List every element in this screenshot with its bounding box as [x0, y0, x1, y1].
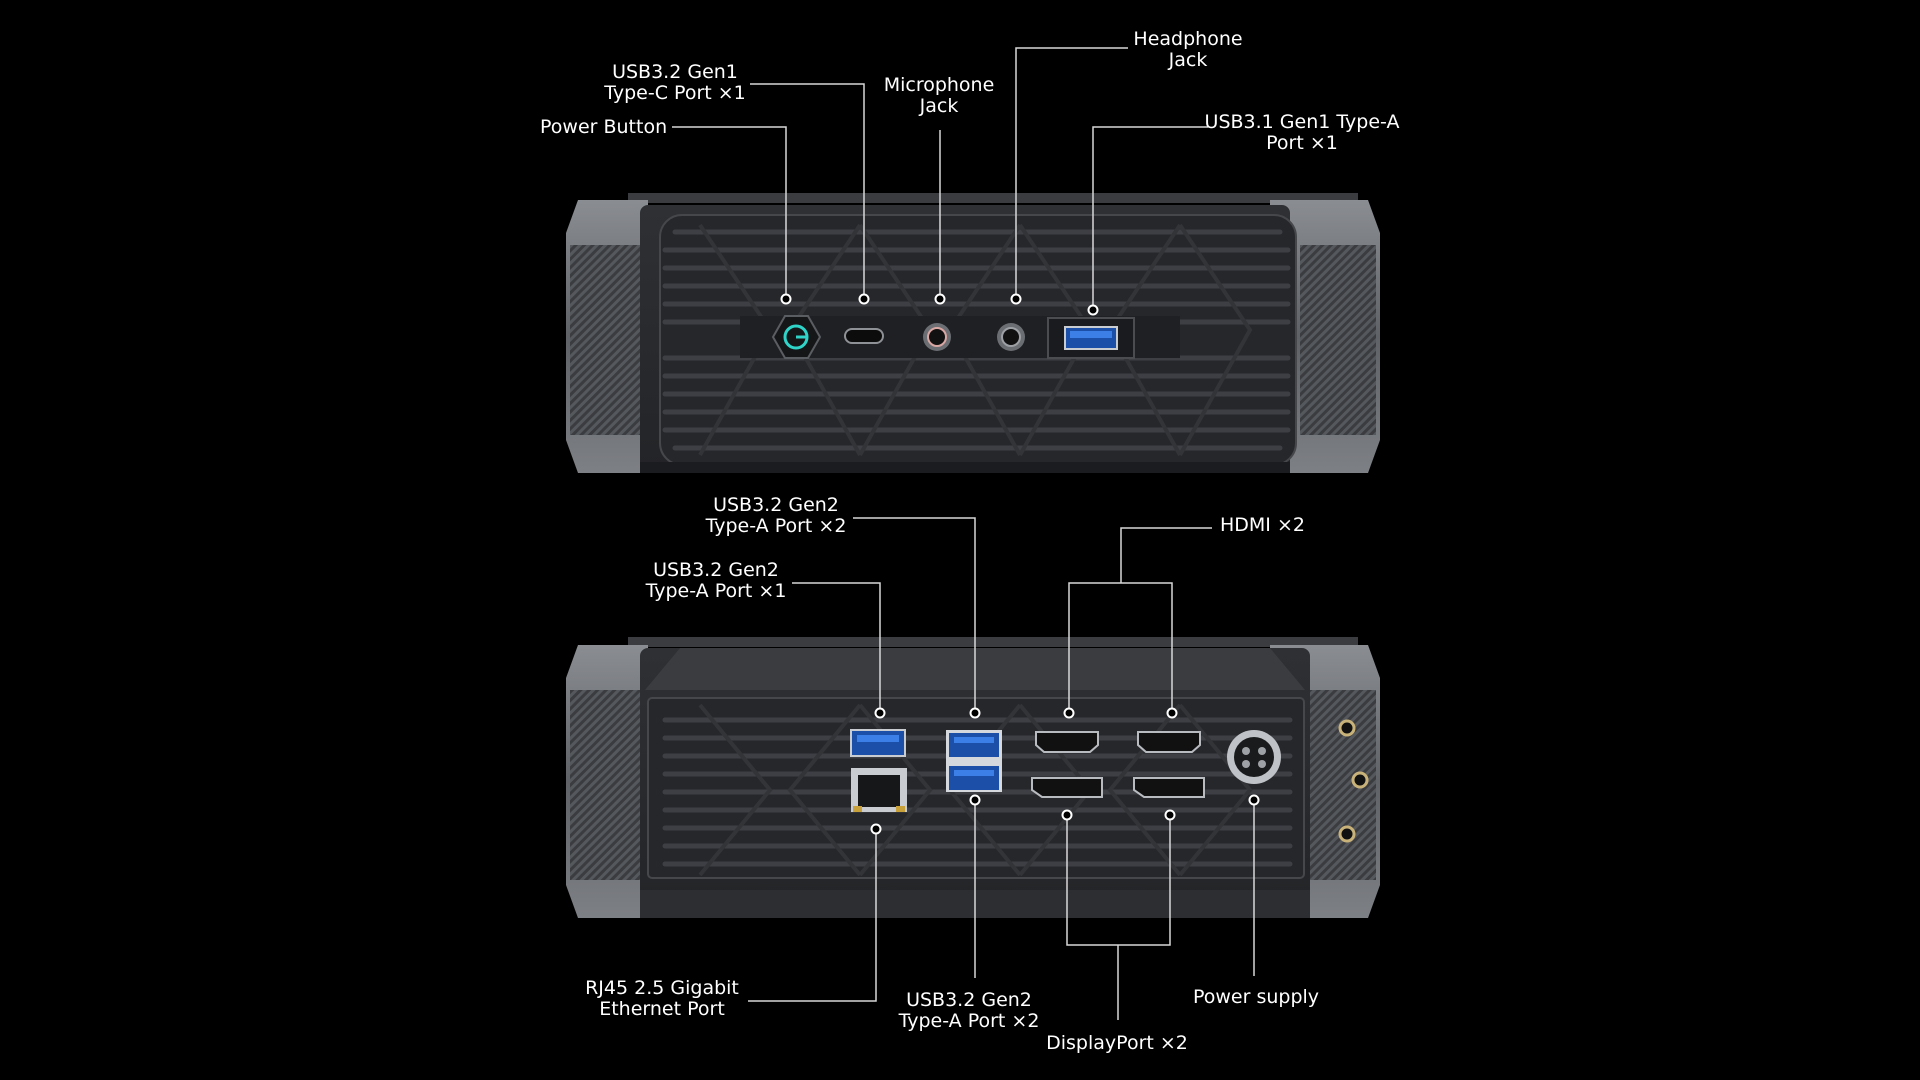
power-icon — [783, 324, 809, 350]
rear-unit — [566, 637, 1380, 918]
label-power-supply: Power supply — [1192, 986, 1320, 1008]
label-power-button: Power Button — [540, 116, 668, 138]
callout-dots — [780, 293, 1260, 835]
label-hdmi: HDMI ×2 — [1220, 514, 1305, 536]
usb-gen2-x1-port — [850, 729, 906, 757]
hdmi-port-1 — [1035, 731, 1099, 753]
hdmi-port-2 — [1137, 731, 1201, 753]
displayport-1 — [1031, 777, 1103, 798]
displayport-2 — [1133, 777, 1205, 798]
label-displayport: DisplayPort ×2 — [1046, 1032, 1188, 1054]
front-unit — [566, 193, 1380, 473]
callout-lines — [672, 47, 1255, 1020]
usb-c-port — [844, 328, 884, 344]
